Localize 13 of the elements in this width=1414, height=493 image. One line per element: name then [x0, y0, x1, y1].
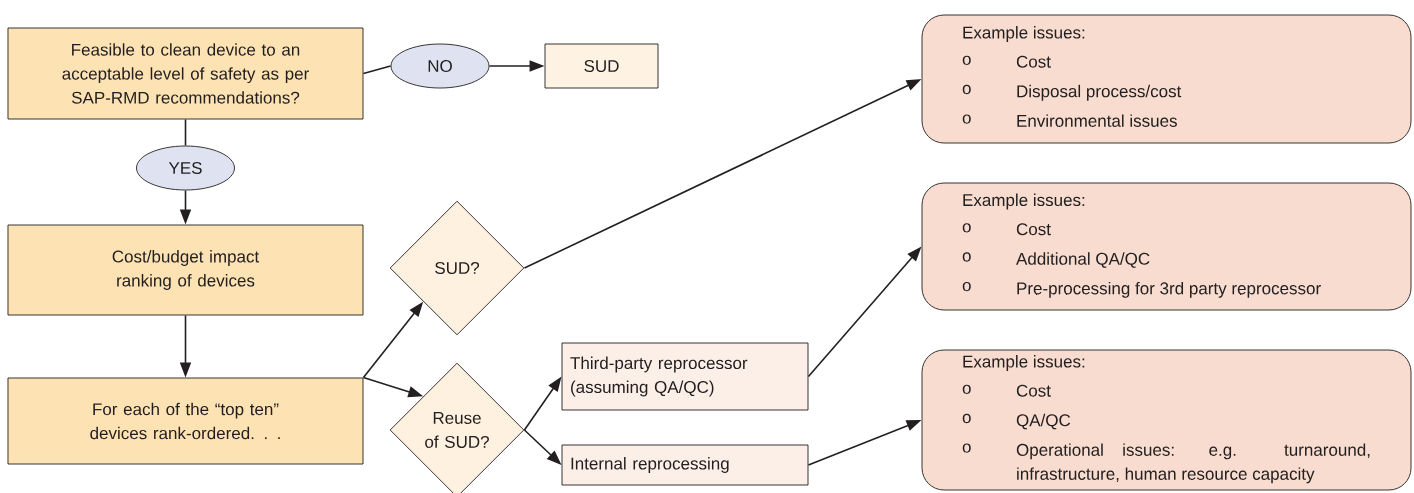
- answer-oval: NO: [390, 43, 490, 89]
- outcome-box: SUD: [544, 43, 659, 89]
- process-box: For each of the “top ten” devices rank-ordered. . .: [7, 377, 364, 465]
- issues-box: Example issues: o Cost o QA/QC o Operational issues: e.g. turnaround, infrastructure, human resource capacity: [921, 349, 1412, 491]
- process-box: Cost/budget impact ranking of devices: [7, 224, 364, 316]
- issues-box: Example issues: o Cost o Disposal process/cost o Environmental issues: [921, 14, 1412, 144]
- question-box: Feasible to clean device to an acceptable level of safety as per SAP-RMD recommendations?: [7, 27, 364, 120]
- answer-oval: YES: [136, 145, 235, 191]
- outcome-box: Third-party reprocessor (assuming QA/QC): [561, 342, 809, 411]
- connector-line: [184, 118, 187, 147]
- connector-line: [362, 65, 392, 75]
- outcome-box: Internal reprocessing: [561, 444, 809, 486]
- issues-box: Example issues: o Cost o Additional QA/QC o Pre-processing for 3rd party reprocessor: [921, 182, 1412, 311]
